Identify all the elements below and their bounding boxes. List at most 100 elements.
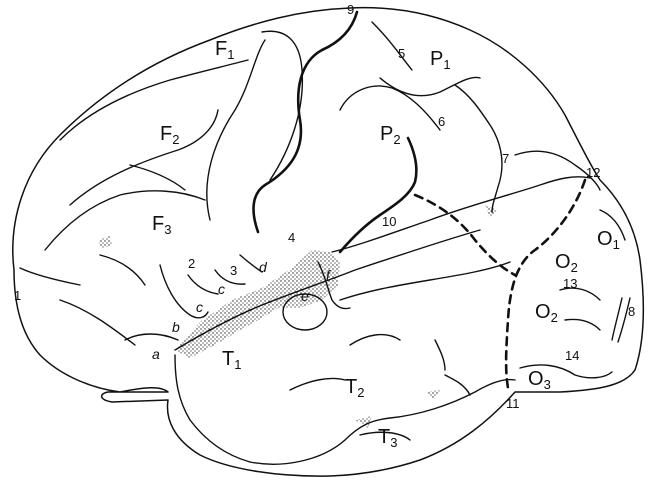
central-sulcus [252, 10, 359, 234]
letter-label-d: d [259, 259, 268, 275]
middle-temporal-fold-1 [289, 377, 346, 391]
inferior-occipital-fold [519, 364, 613, 379]
frontal-pole-fold [19, 267, 81, 286]
superior-frontal-sulcus [59, 59, 249, 141]
temporal-pole-outline [174, 354, 251, 463]
temporal-fold-curve-2 [444, 374, 471, 396]
region-label-t2-main: T [345, 376, 357, 398]
lateral-sulcus-lower [174, 229, 481, 351]
region-label-f2-main: F [160, 123, 172, 145]
number-label-5: 5 [398, 46, 405, 61]
letter-label-a: a [152, 346, 160, 362]
number-label-6: 6 [438, 114, 445, 129]
number-label-10: 10 [382, 214, 396, 229]
region-label-t3: T3 [378, 426, 397, 450]
gyrus-a-fold [124, 333, 179, 341]
parietal-fold [339, 85, 441, 131]
region-label-t1-sub: 1 [234, 357, 241, 372]
occipital-gyrus-fold [559, 287, 601, 331]
frontal-operculum-fold [99, 254, 146, 286]
region-label-f3-sub: 3 [164, 222, 171, 237]
region-label-p2: P2 [380, 123, 401, 147]
gyrus-f-fold [317, 261, 351, 310]
gyrus-e-outline [282, 293, 328, 331]
lateral-sulcus-upper [331, 176, 591, 253]
region-label-o3-sub: 3 [544, 377, 551, 392]
region-label-f3-main: F [152, 213, 164, 235]
occipital-fold-upper [514, 150, 601, 191]
letter-label-e: e [301, 288, 309, 304]
letter-label-b: b [172, 319, 180, 335]
region-label-o1-sub: 1 [613, 237, 620, 252]
region-label-f2-sub: 2 [172, 132, 179, 147]
number-label-11: 11 [506, 396, 520, 411]
postcentral-fold [371, 21, 413, 71]
region-label-p2-main: P [380, 123, 393, 145]
number-label-4: 4 [288, 230, 295, 245]
region-label-t2-sub: 2 [357, 385, 364, 400]
region-label-f2: F2 [160, 123, 179, 147]
temporal-fold-lower [359, 431, 411, 441]
region-label-p1-main: P [430, 48, 443, 70]
region-label-o1: O1 [597, 228, 620, 252]
occipital-fold-lower [599, 209, 626, 241]
region-label-t1-main: T [222, 348, 234, 370]
number-label-9: 9 [347, 2, 354, 17]
gyrus-c-fold-2 [214, 269, 246, 285]
letter-label-f: f [326, 267, 332, 283]
middle-temporal-fold-2 [349, 333, 401, 346]
gyrus-b-fold [159, 264, 209, 319]
intraparietal-sulcus [338, 136, 418, 254]
region-label-o3: O3 [528, 368, 551, 392]
number-label-12: 12 [586, 165, 600, 180]
number-label-13: 13 [563, 276, 577, 291]
region-label-f1-sub: 1 [227, 47, 234, 62]
region-label-p1: P1 [430, 48, 451, 72]
temporal-fold-curve [434, 339, 446, 371]
region-label-o2-lower: O2 [535, 301, 558, 325]
parieto-temporal-boundary [413, 193, 517, 277]
region-label-f3: F3 [152, 213, 171, 237]
region-label-t3-main: T [378, 426, 390, 448]
region-label-f1: F1 [215, 38, 234, 62]
fissure-stipple-small-3 [355, 416, 372, 428]
occipital-sulcus-8 [611, 297, 631, 343]
precentral-gyrus-back [261, 30, 304, 181]
insula-stipple [175, 250, 340, 358]
region-label-o2-upper: O2 [555, 251, 578, 275]
inferior-temporal-sulcus [249, 378, 516, 465]
region-label-p2-sub: 2 [393, 132, 400, 147]
region-label-t1: T1 [222, 348, 241, 372]
region-label-o1-main: O [597, 228, 613, 250]
parieto-occipital-boundary [504, 178, 587, 390]
letter-label-c-upper: c [218, 281, 225, 297]
region-label-o2-lower-sub: 2 [551, 310, 558, 325]
frontal-gyrus-fold-2 [129, 164, 186, 191]
region-label-p1-sub: 1 [443, 57, 450, 72]
fissure-stipple-small-1 [98, 236, 112, 248]
orbital-fold [59, 299, 136, 346]
inferior-frontal-sulcus [69, 109, 219, 206]
number-label-14: 14 [565, 348, 579, 363]
region-label-o3-main: O [528, 368, 544, 390]
gyrus-d-fold [239, 254, 263, 273]
postcentral-sulcus [379, 76, 481, 97]
precentral-gyrus-front [206, 39, 266, 221]
number-label-8: 8 [628, 304, 635, 319]
gyrus-c-fold-1 [187, 274, 219, 295]
frontal-gyrus-fold-1 [44, 190, 206, 251]
region-label-t3-sub: 3 [390, 435, 397, 450]
number-label-1: 1 [14, 288, 21, 303]
cerebrum-outline [12, 6, 644, 477]
region-label-t2: T2 [345, 376, 364, 400]
region-label-o2-lower-main: O [535, 301, 551, 323]
superior-temporal-sulcus [339, 261, 511, 301]
parieto-occipital-fold [454, 84, 503, 213]
letter-label-c-lower: c [196, 299, 203, 315]
region-label-o2-upper-main: O [555, 251, 571, 273]
region-label-f1-main: F [215, 38, 227, 60]
number-label-7: 7 [502, 151, 509, 166]
fissure-stipple-small-4 [425, 390, 440, 400]
number-label-2: 2 [188, 256, 195, 271]
